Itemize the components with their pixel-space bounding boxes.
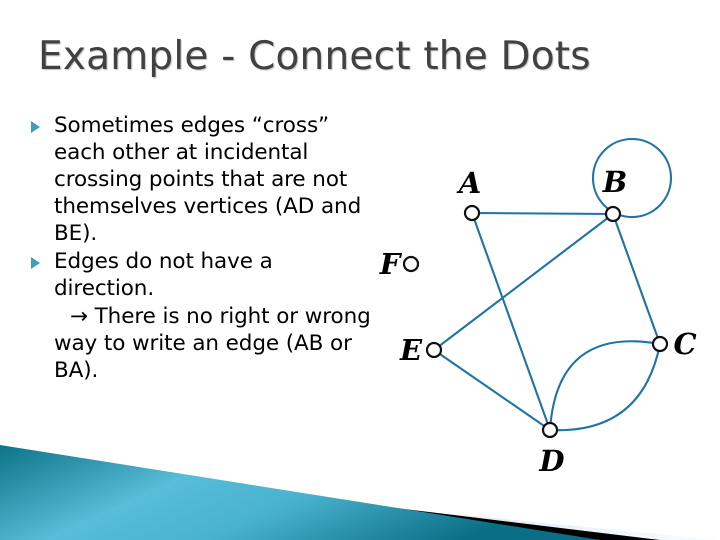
edge-ED — [432, 348, 552, 432]
bullet-text-2: Edges do not have a direction. — [54, 249, 273, 301]
edge-AB — [470, 211, 615, 216]
edge-self-loop-B — [591, 137, 673, 219]
edge-CD-curve-lower — [548, 342, 662, 432]
vertex-label-A: A — [456, 166, 482, 200]
graph-svg: A B C D E F — [379, 137, 697, 478]
page-title: Example - Connect the Dots — [38, 34, 591, 79]
vertex-E[interactable] — [425, 341, 443, 359]
vertex-layer — [402, 204, 669, 439]
edge-CD-curve-upper — [548, 340, 662, 432]
bullet-text-1: Sometimes edges “cross” each other at in… — [54, 113, 362, 246]
triangle-bullet-icon — [31, 121, 40, 133]
vertex-B[interactable] — [604, 205, 622, 223]
sub-note-text: → There is no right or wrong way to writ… — [54, 304, 371, 383]
list-item: Edges do not have a direction. — [28, 248, 378, 302]
vertex-label-F: F — [379, 247, 403, 281]
vertex-F[interactable] — [402, 255, 420, 273]
edge-layer — [432, 137, 673, 432]
body-content: Sometimes edges “cross” each other at in… — [28, 112, 378, 384]
vertex-label-layer: A B C D E F — [379, 165, 697, 478]
vertex-A[interactable] — [463, 204, 481, 222]
graph-figure: A B C D E F — [370, 120, 715, 485]
edge-BC — [611, 212, 662, 346]
vertex-label-C: C — [673, 327, 696, 361]
edge-AD — [470, 211, 552, 432]
vertex-D[interactable] — [541, 421, 559, 439]
triangle-bullet-icon — [31, 257, 40, 269]
vertex-C[interactable] — [651, 335, 669, 353]
list-item: Sometimes edges “cross” each other at in… — [28, 112, 378, 247]
vertex-label-E: E — [399, 333, 423, 367]
edge-BE — [432, 212, 615, 352]
vertex-label-B: B — [602, 165, 628, 199]
vertex-label-D: D — [538, 444, 564, 478]
